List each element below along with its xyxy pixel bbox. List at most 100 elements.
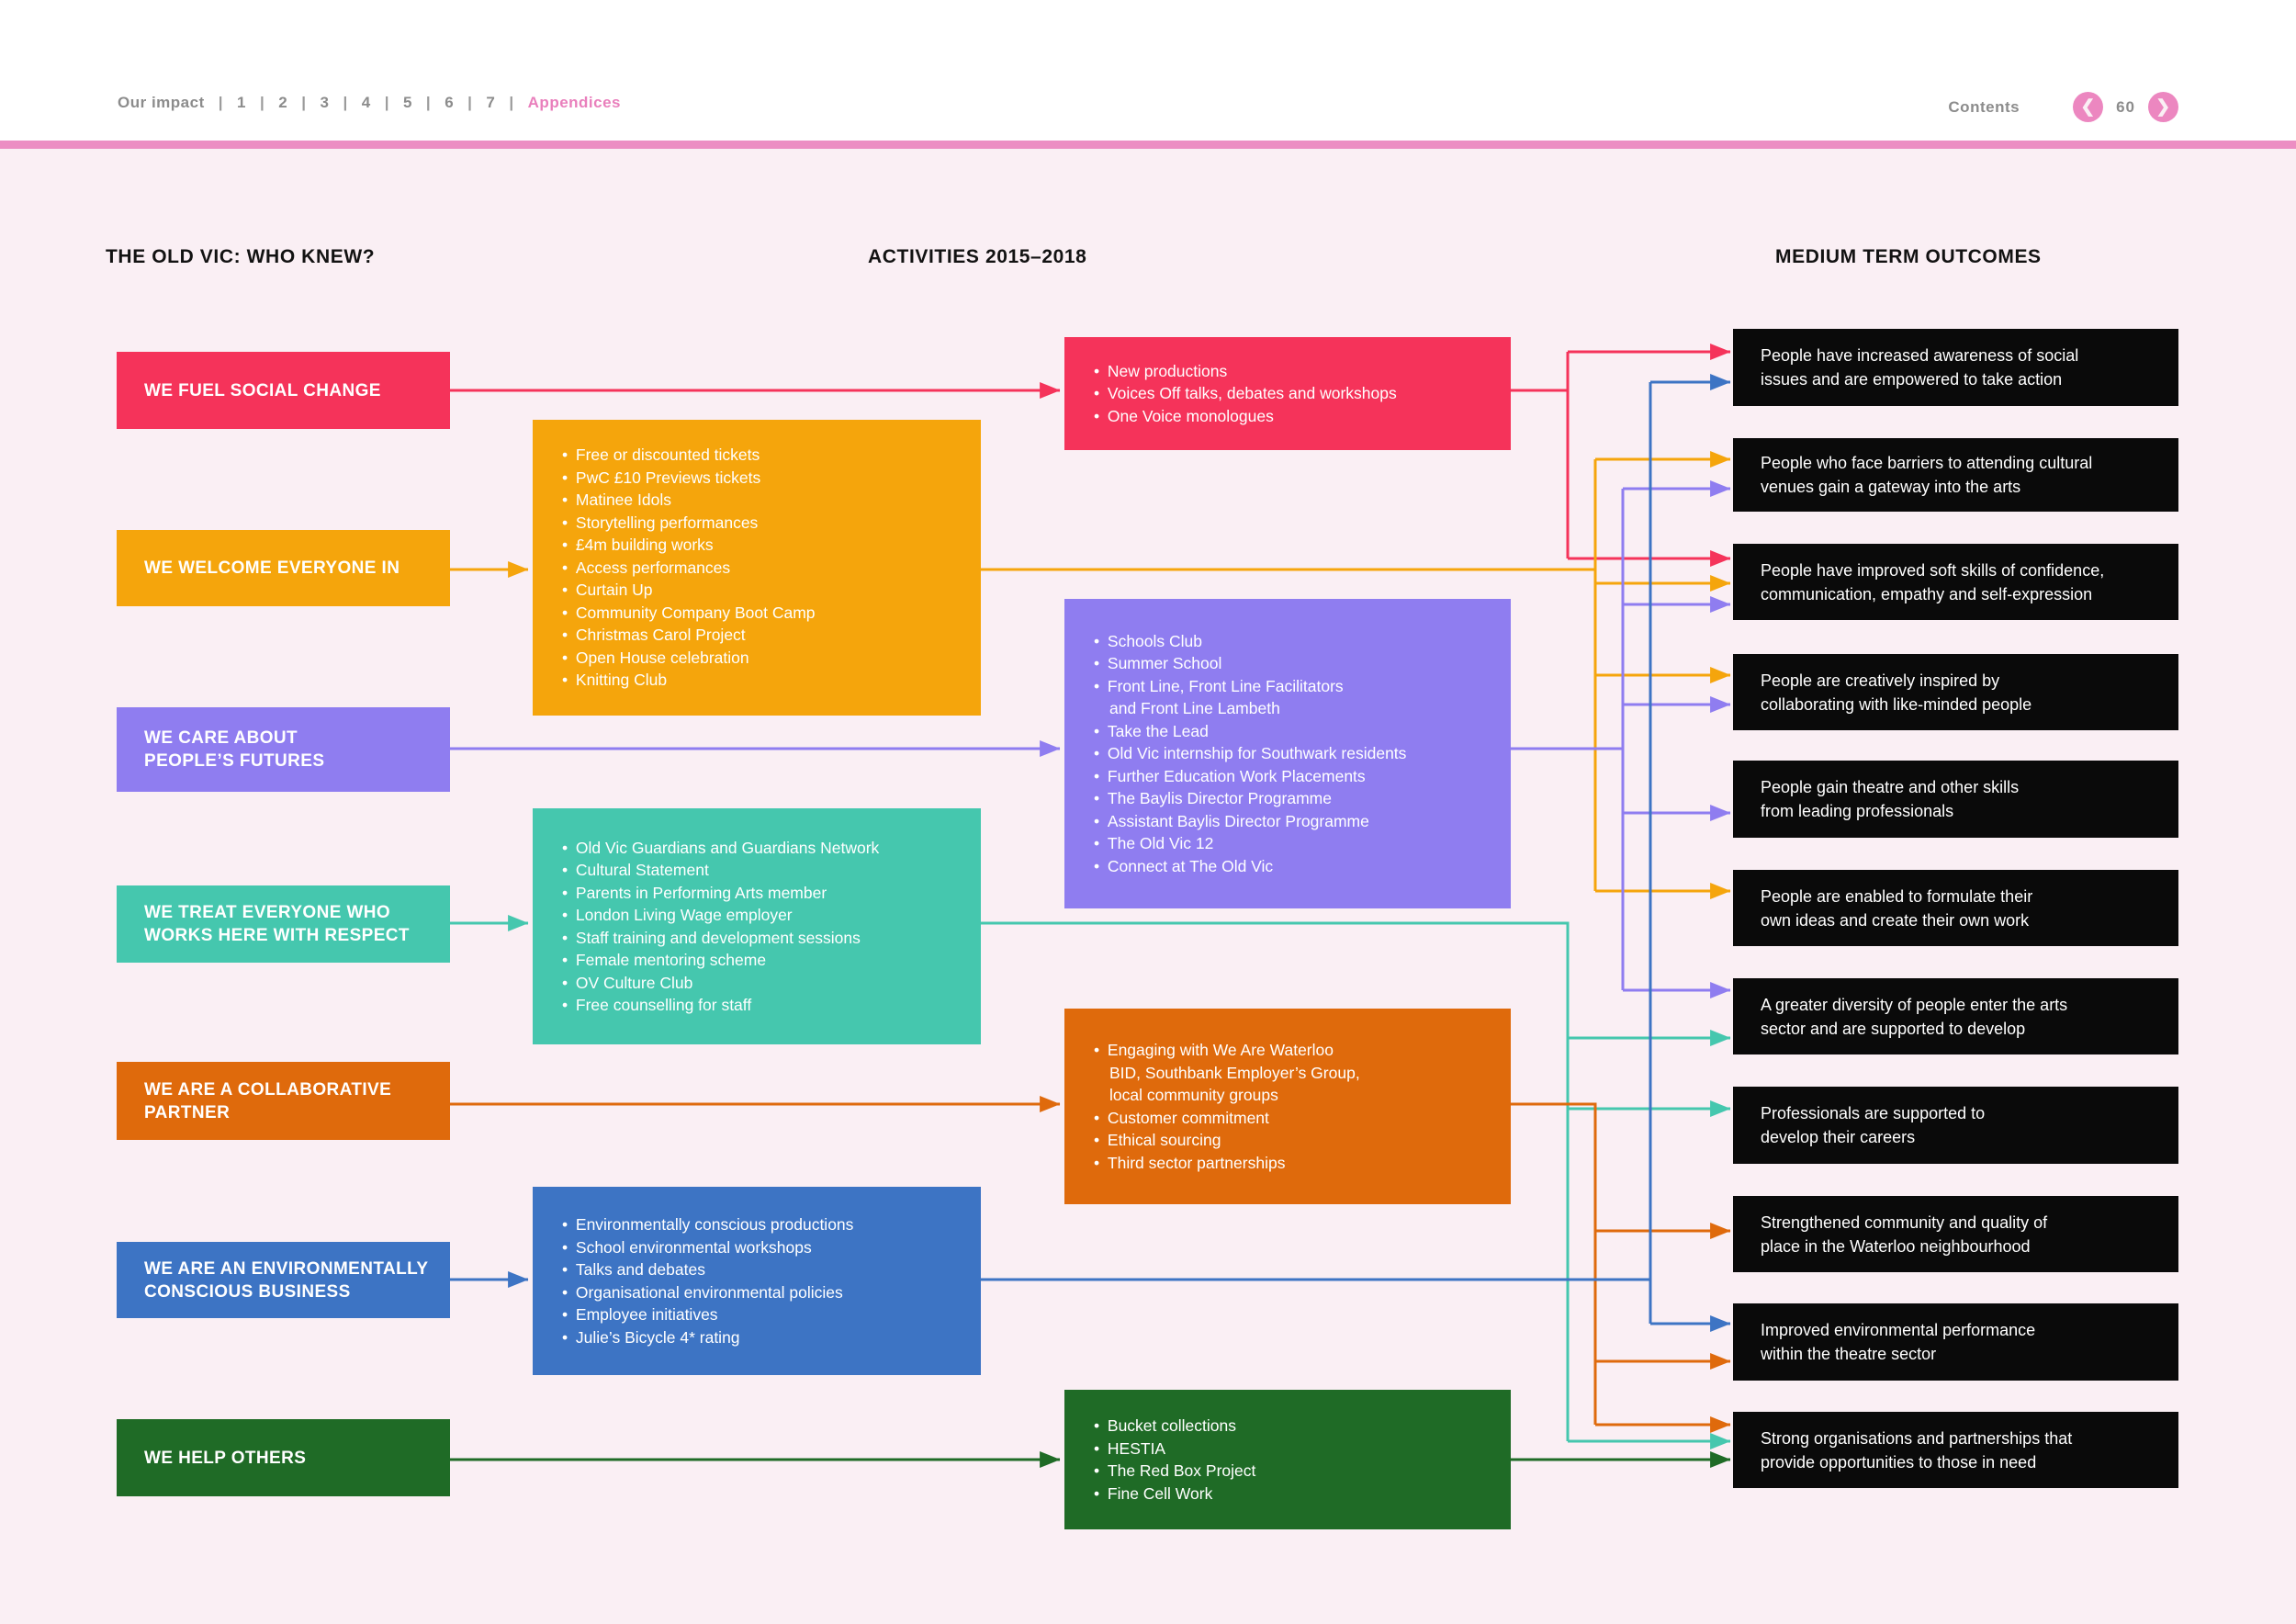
activity-item: The Baylis Director Programme (1094, 787, 1492, 810)
activity-item: Assistant Baylis Director Programme (1094, 810, 1492, 833)
next-page-button[interactable]: ❯ (2148, 92, 2178, 122)
pillar-box-care-about-peoples-futures: WE CARE ABOUT PEOPLE’S FUTURES (117, 707, 450, 792)
nav-contents[interactable]: Contents (1948, 97, 2020, 116)
outcome-text: Professionals are supported to develop t… (1761, 1104, 1986, 1146)
activity-item: Schools Club (1094, 630, 1492, 653)
activity-item: Talks and debates (562, 1258, 962, 1281)
activity-list: Free or discounted ticketsPwC £10 Previe… (533, 444, 981, 692)
outcome-box: People have improved soft skills of conf… (1733, 544, 2178, 620)
pillar-box-fuel-social-change: WE FUEL SOCIAL CHANGE (117, 352, 450, 429)
activity-item: Engaging with We Are Waterloo BID, South… (1094, 1039, 1492, 1107)
activity-item: New productions (1094, 360, 1492, 383)
nav-page-3[interactable]: 3 (320, 94, 330, 111)
nav-separator: | (509, 94, 514, 111)
activity-list: Old Vic Guardians and Guardians NetworkC… (533, 837, 981, 1017)
activity-item: The Old Vic 12 (1094, 832, 1492, 855)
activity-item: Storytelling performances (562, 512, 962, 535)
activity-item: Employee initiatives (562, 1303, 962, 1326)
activity-item: Ethical sourcing (1094, 1129, 1492, 1152)
pillar-box-collaborative-partner: WE ARE A COLLABORATIVE PARTNER (117, 1062, 450, 1140)
activity-list: Environmentally conscious productionsSch… (533, 1213, 981, 1348)
activity-item: Knitting Club (562, 669, 962, 692)
outcome-box: People are creatively inspired by collab… (1733, 654, 2178, 730)
activity-item: School environmental workshops (562, 1236, 962, 1259)
outcome-text: Strengthened community and quality of pl… (1761, 1212, 2048, 1256)
pillar-box-treat-everyone-with-respect: WE TREAT EVERYONE WHO WORKS HERE WITH RE… (117, 885, 450, 963)
pillar-label: WE HELP OTHERS (144, 1448, 307, 1468)
activity-item: Curtain Up (562, 579, 962, 602)
nav-page-1[interactable]: 1 (237, 94, 246, 111)
activity-item: Bucket collections (1094, 1415, 1492, 1438)
activity-item: Voices Off talks, debates and workshops (1094, 382, 1492, 405)
outcome-box: Strong organisations and partnerships th… (1733, 1412, 2178, 1488)
outcome-text: People are enabled to formulate their ow… (1761, 886, 2033, 930)
outcome-box: Improved environmental performance withi… (1733, 1303, 2178, 1381)
nav-page-7[interactable]: 7 (486, 94, 496, 111)
nav-appendices[interactable]: Appendices (527, 94, 622, 111)
activity-item: Access performances (562, 557, 962, 580)
activity-list: Bucket collectionsHESTIAThe Red Box Proj… (1064, 1415, 1511, 1505)
activity-box-welcome-everyone-in: Free or discounted ticketsPwC £10 Previe… (533, 420, 981, 716)
nav-separator: | (384, 94, 389, 111)
activity-list: New productionsVoices Off talks, debates… (1064, 360, 1511, 428)
outcome-text: Improved environmental performance withi… (1761, 1321, 2036, 1363)
nav-page-4[interactable]: 4 (361, 94, 371, 111)
nav-page-5[interactable]: 5 (402, 94, 412, 111)
activity-item: Third sector partnerships (1094, 1152, 1492, 1175)
outcome-text: People have increased awareness of socia… (1761, 346, 2079, 389)
outcome-text: Strong organisations and partnerships th… (1761, 1428, 2073, 1472)
activity-item: Free or discounted tickets (562, 444, 962, 467)
activity-item: Free counselling for staff (562, 994, 962, 1017)
activity-box-fuel-social-change: New productionsVoices Off talks, debates… (1064, 337, 1511, 450)
activity-item: £4m building works (562, 534, 962, 557)
outcome-box: People are enabled to formulate their ow… (1733, 870, 2178, 946)
outcome-text: People gain theatre and other skills fro… (1761, 778, 2020, 820)
activity-item: Community Company Boot Camp (562, 602, 962, 625)
nav-separator: | (259, 94, 265, 111)
nav-separator: | (467, 94, 473, 111)
nav-page-2[interactable]: 2 (278, 94, 288, 111)
activity-item: Customer commitment (1094, 1107, 1492, 1130)
activity-item: Organisational environmental policies (562, 1281, 962, 1304)
activity-box-help-others: Bucket collectionsHESTIAThe Red Box Proj… (1064, 1390, 1511, 1529)
outcome-text: People who face barriers to attending cu… (1761, 454, 2093, 496)
activity-item: One Voice monologues (1094, 405, 1492, 428)
outcome-box: Strengthened community and quality of pl… (1733, 1196, 2178, 1272)
outcome-box: People who face barriers to attending cu… (1733, 438, 2178, 512)
column-header-pillars: THE OLD VIC: WHO KNEW? (106, 246, 376, 267)
pillar-label: WE ARE A COLLABORATIVE PARTNER (144, 1079, 392, 1122)
activity-item: Old Vic internship for Southwark residen… (1094, 742, 1492, 765)
activity-item: Christmas Carol Project (562, 624, 962, 647)
activity-item: Female mentoring scheme (562, 949, 962, 972)
divider-bar (0, 141, 2296, 149)
outcome-box: People gain theatre and other skills fro… (1733, 761, 2178, 838)
activity-item: HESTIA (1094, 1438, 1492, 1460)
pillar-label: WE CARE ABOUT PEOPLE’S FUTURES (144, 728, 325, 771)
activity-item: Old Vic Guardians and Guardians Network (562, 837, 962, 860)
prev-page-button[interactable]: ❮ (2073, 92, 2104, 122)
pillar-box-welcome-everyone-in: WE WELCOME EVERYONE IN (117, 530, 450, 606)
activity-item: Further Education Work Placements (1094, 765, 1492, 788)
nav-our-impact[interactable]: Our impact (118, 94, 205, 111)
pillar-label: WE TREAT EVERYONE WHO WORKS HERE WITH RE… (144, 903, 410, 945)
outcome-text: A greater diversity of people enter the … (1761, 995, 2068, 1038)
nav-separator: | (301, 94, 307, 111)
page-number: 60 (2116, 97, 2135, 116)
activity-box-treat-everyone-with-respect: Old Vic Guardians and Guardians NetworkC… (533, 808, 981, 1044)
activity-item: Julie’s Bicycle 4* rating (562, 1326, 962, 1349)
activity-item: Take the Lead (1094, 720, 1492, 743)
activity-item: Front Line, Front Line Facilitators and … (1094, 675, 1492, 720)
activity-item: OV Culture Club (562, 972, 962, 995)
activity-item: Environmentally conscious productions (562, 1213, 962, 1236)
outcome-box: Professionals are supported to develop t… (1733, 1087, 2178, 1164)
top-nav: Our impact | 1 | 2 | 3 | 4 | 5 | 6 | 7 |… (118, 94, 621, 112)
nav-page-6[interactable]: 6 (445, 94, 455, 111)
activity-item: London Living Wage employer (562, 904, 962, 927)
nav-separator: | (218, 94, 224, 111)
outcome-text: People are creatively inspired by collab… (1761, 671, 2032, 714)
pager: Contents ❮ 60 ❯ (1948, 92, 2178, 122)
activity-item: Staff training and development sessions (562, 927, 962, 950)
pillar-label: WE WELCOME EVERYONE IN (144, 558, 400, 578)
activity-item: Summer School (1094, 652, 1492, 675)
